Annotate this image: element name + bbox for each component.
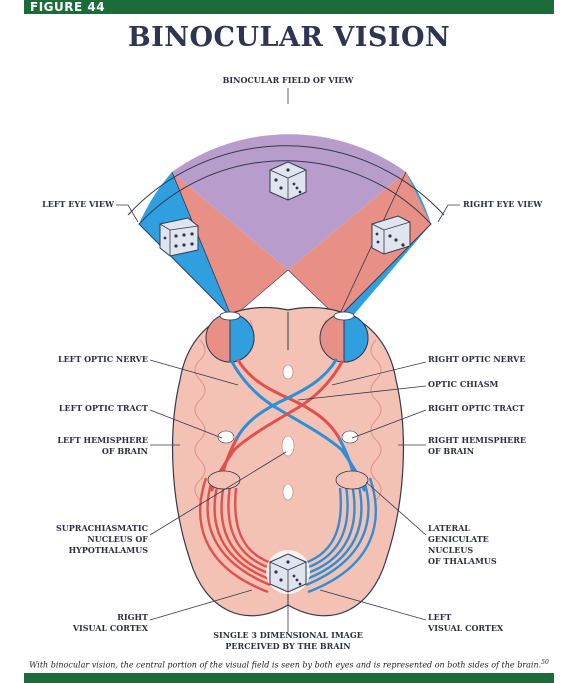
right-eye: [319, 311, 369, 363]
label-right-eye-view: RIGHT EYE VIEW: [463, 199, 543, 209]
die-center-top: [269, 161, 307, 201]
label-left-eye-view: LEFT EYE VIEW: [42, 199, 114, 209]
die-perceived: [266, 550, 310, 594]
bottom-bar: [24, 673, 554, 683]
field-of-view-fan: [127, 88, 445, 325]
label-left-optic-nerve: LEFT OPTIC NERVE: [57, 354, 148, 364]
caption-text: With binocular vision, the central porti…: [29, 660, 542, 670]
die-left: [159, 217, 199, 257]
page-title: BINOCULAR VISION: [127, 22, 451, 53]
outer-arc: [127, 145, 445, 216]
die-right: [371, 215, 411, 255]
label-left-visual-cortex: LEFT VISUAL CORTEX: [428, 612, 504, 633]
left-salmon-wedge: [172, 172, 288, 318]
figure-caption: With binocular vision, the central porti…: [24, 658, 554, 671]
right-optic-radiation: [297, 477, 377, 594]
label-right-optic-nerve: RIGHT OPTIC NERVE: [428, 354, 526, 364]
label-single-image: SINGLE 3 DIMENSIONAL IMAGE PERCEIVED BY …: [213, 630, 363, 651]
left-optic-radiation: [199, 477, 279, 594]
fan-outline: [138, 160, 432, 319]
label-left-optic-tract: LEFT OPTIC TRACT: [58, 403, 148, 413]
label-right-hemisphere: RIGHT HEMISPHERE OF BRAIN: [428, 435, 526, 456]
figure-tag: FIGURE 44: [30, 0, 106, 14]
caption-reference: 50: [541, 659, 549, 666]
label-optic-chiasm: OPTIC CHIASM: [428, 379, 499, 389]
optic-pathways: [210, 358, 366, 492]
label-right-optic-tract: RIGHT OPTIC TRACT: [428, 403, 525, 413]
label-lateral-geniculate: LATERAL GENICULATE NUCLEUS OF THALAMUS: [428, 523, 497, 566]
label-right-visual-cortex: RIGHT VISUAL CORTEX: [72, 612, 148, 633]
label-left-hemisphere: LEFT HEMISPHERE OF BRAIN: [57, 435, 148, 456]
label-suprachiasmatic: SUPRACHIASMATIC NUCLEUS OF HYPOTHALAMUS: [56, 523, 148, 555]
label-binocular-field: BINOCULAR FIELD OF VIEW: [222, 75, 354, 85]
left-eye: [205, 311, 255, 363]
right-salmon-center: [288, 172, 406, 318]
figure-tag-bar: FIGURE 44: [24, 0, 554, 14]
leader-lines: [116, 204, 460, 632]
